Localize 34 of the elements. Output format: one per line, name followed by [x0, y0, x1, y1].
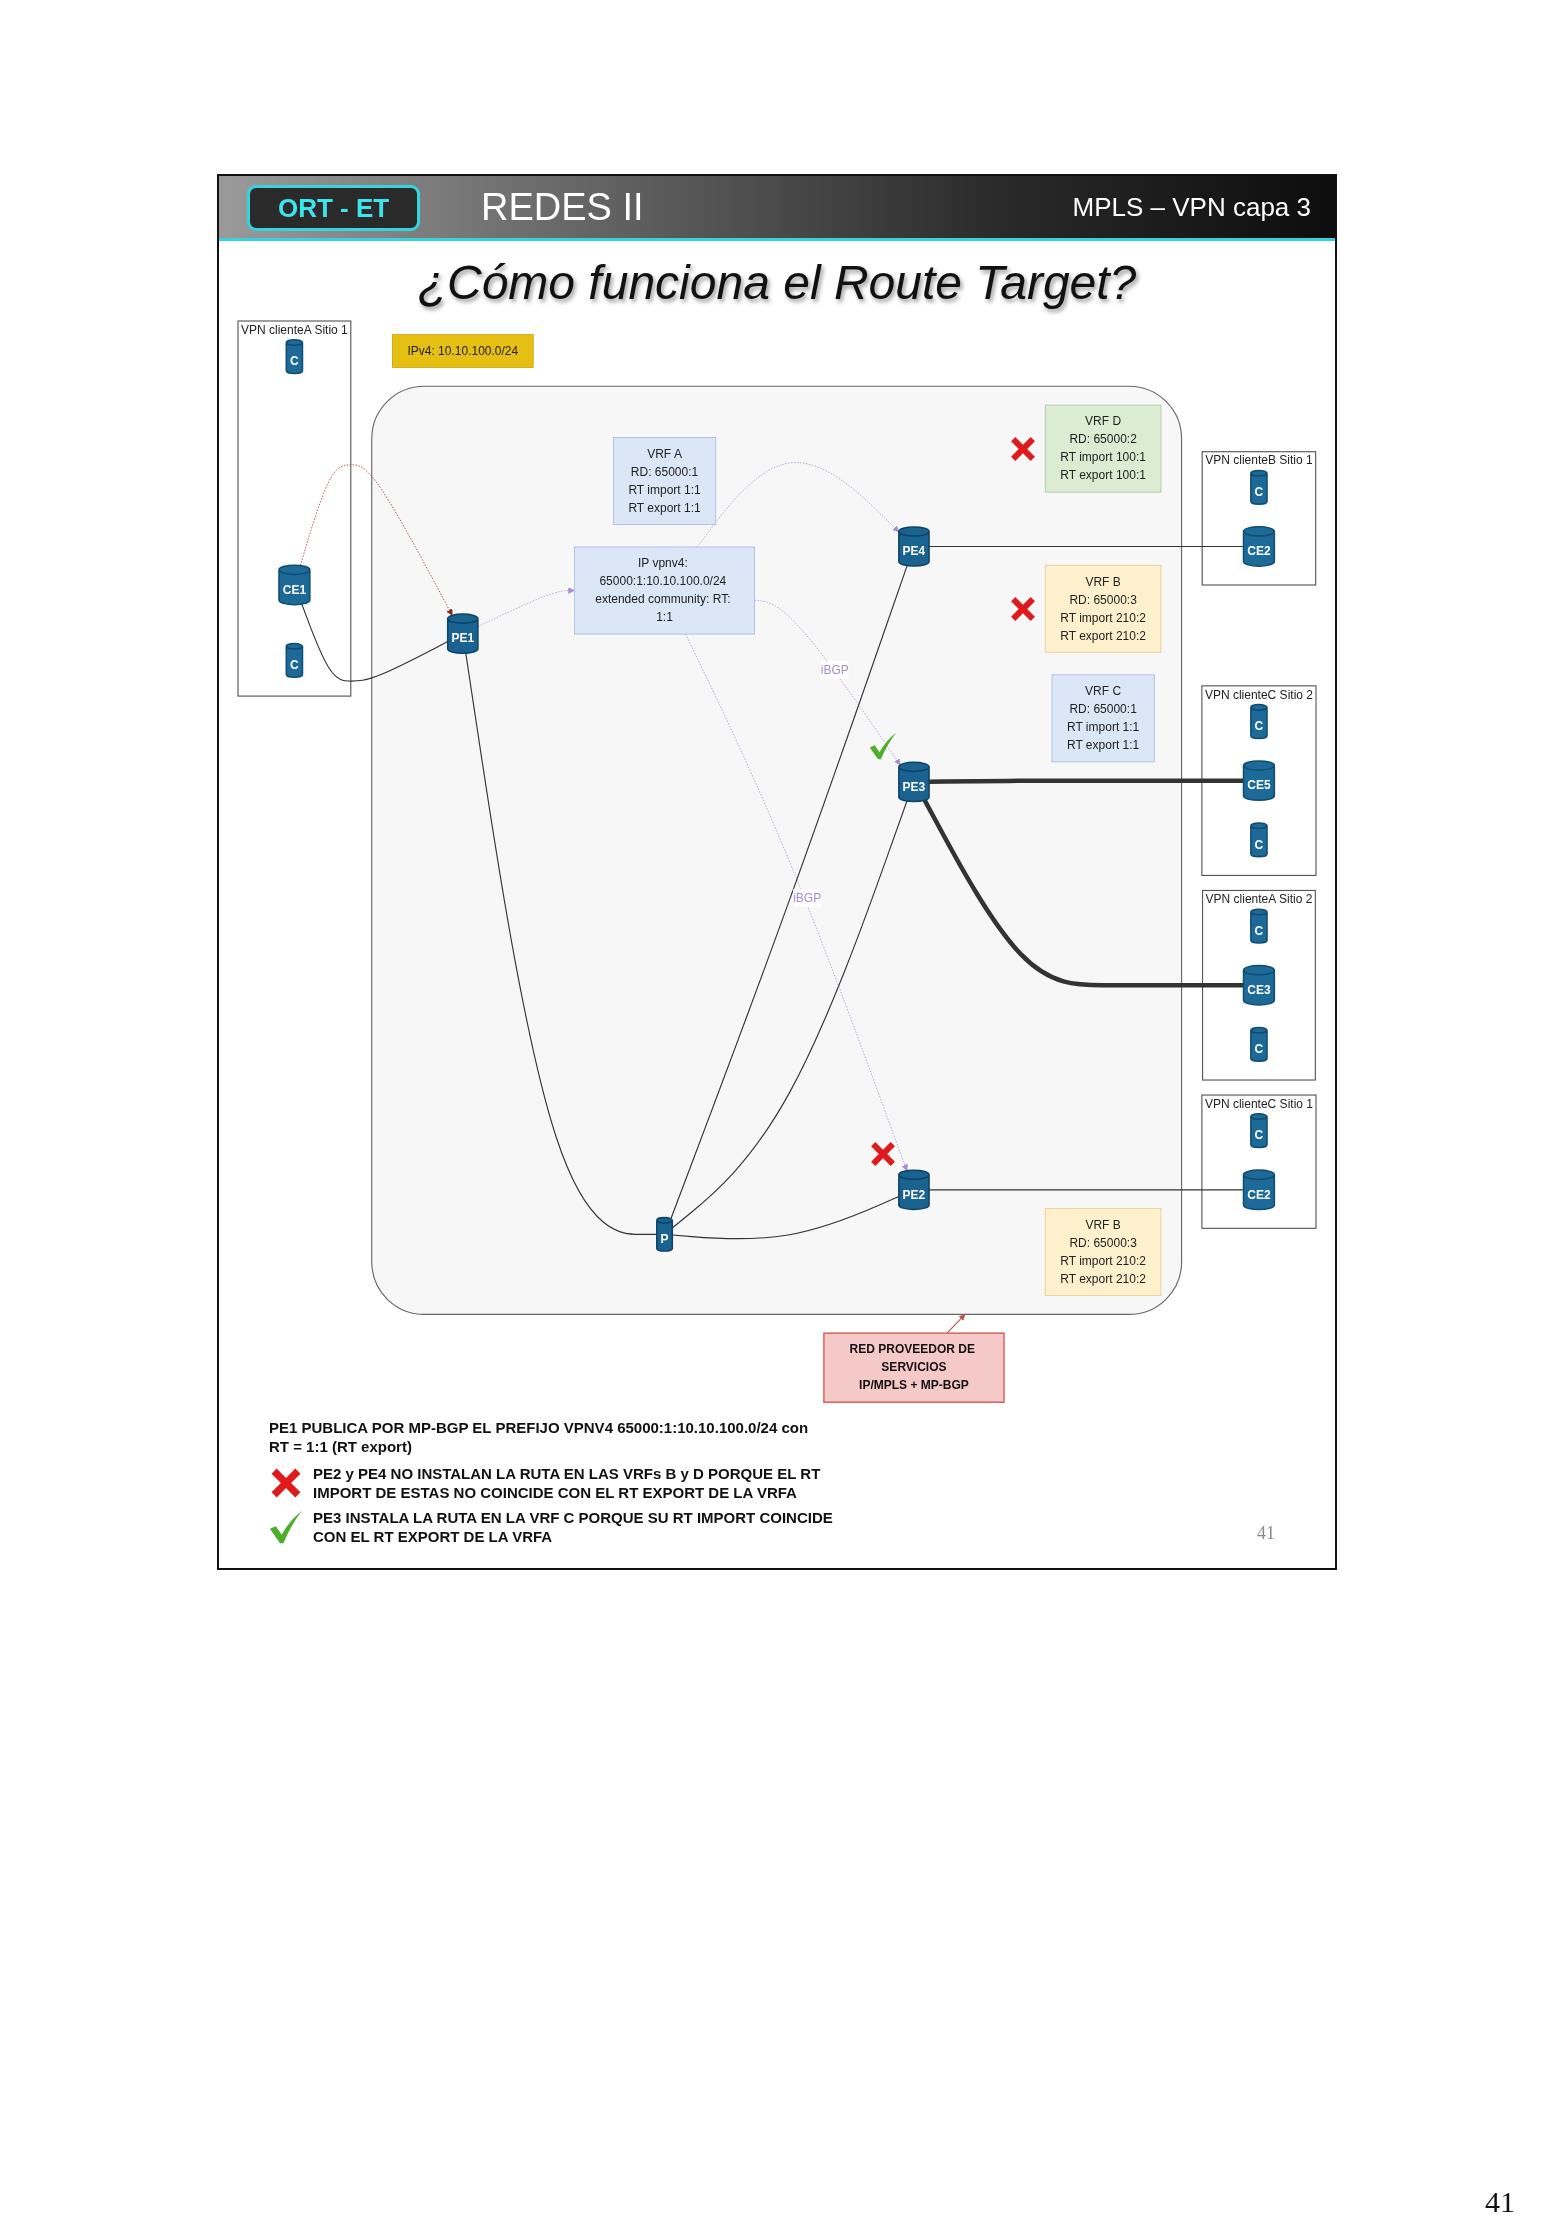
section-title: MPLS – VPN capa 3 — [1072, 192, 1311, 222]
slide-number: 41 — [1257, 1523, 1275, 1545]
course-title: REDES II — [481, 186, 644, 228]
cluster — [237, 320, 352, 697]
cluster — [1201, 451, 1317, 586]
legend-text: PE2 y PE4 NO INSTALAN LA RUTA EN LAS VRFs B y D PORQUE EL RT IMPORT DE ESTAS NO COINCIDE CON EL RT EXPORT DE LA VRFA — [313, 1464, 822, 1503]
connector — [670, 565, 908, 1220]
header-badge: ORT - ET — [247, 185, 421, 231]
connector — [465, 652, 658, 1235]
cluster — [371, 385, 1183, 1315]
cluster — [1201, 889, 1316, 1081]
connector — [928, 545, 1245, 548]
cluster — [1201, 685, 1317, 876]
edge-label: iBGP — [820, 663, 849, 677]
node-box — [613, 437, 717, 525]
slide-title: ¿Cómo funciona el Route Target? — [417, 255, 1137, 311]
node-box — [1044, 1208, 1162, 1297]
node-box — [574, 546, 755, 635]
node-box — [1044, 564, 1162, 653]
connector — [928, 1189, 1245, 1191]
connector — [671, 800, 908, 1229]
note-text: PE1 PUBLICA POR MP-BGP EL PREFIJO VPNV4 65000:1:10.10.100.0/24 con RT = 1:1 (RT export) — [269, 1418, 810, 1457]
connector — [671, 1195, 900, 1240]
node-box — [1044, 404, 1162, 493]
connector — [929, 778, 1244, 784]
connector — [301, 603, 449, 682]
connector — [922, 799, 1244, 988]
node-box — [392, 334, 534, 368]
node-box — [1051, 674, 1155, 763]
page-number: 41 — [1485, 2185, 1515, 2219]
arrow — [946, 1314, 966, 1334]
cluster — [1201, 1094, 1317, 1229]
legend-text: PE3 INSTALA LA RUTA EN LA VRF C PORQUE SU RT IMPORT COINCIDE CON EL RT EXPORT DE LA VRFA — [313, 1508, 834, 1547]
node-box — [823, 1332, 1005, 1403]
